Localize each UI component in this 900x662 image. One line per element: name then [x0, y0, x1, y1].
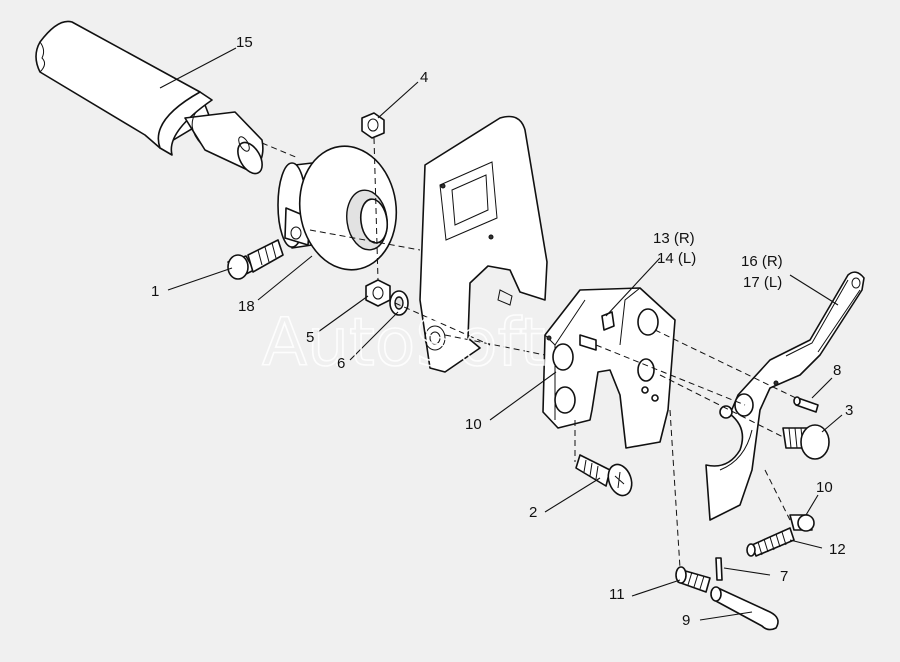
plunger-10 [789, 514, 815, 532]
lever-16-17 [705, 271, 865, 521]
hub-flange-18 [277, 145, 398, 271]
nut-4 [361, 112, 385, 139]
callout-5: 5 [306, 329, 314, 346]
callout-7: 7 [780, 568, 788, 585]
callout-15: 15 [236, 34, 253, 51]
callout-11: 11 [609, 586, 625, 603]
callout-2: 2 [529, 504, 537, 521]
washer-6 [389, 290, 409, 316]
callout-12: 12 [829, 541, 846, 558]
handle-grip-15 [35, 20, 264, 175]
bolt-3 [782, 424, 830, 460]
spring-12 [746, 527, 795, 557]
mounting-plate [419, 115, 548, 373]
spring-11 [675, 566, 711, 593]
pin-7 [715, 557, 723, 581]
callout-8: 8 [833, 362, 841, 379]
pin-8 [793, 396, 819, 413]
callout-3: 3 [845, 402, 853, 419]
callout-10-right: 10 [816, 479, 833, 496]
callout-6: 6 [337, 355, 345, 372]
nut-5 [365, 279, 391, 307]
pin-9 [710, 586, 779, 631]
bolt-2 [575, 454, 633, 497]
callout-4: 4 [420, 69, 428, 86]
callout-10-left: 10 [465, 416, 482, 433]
callout-9: 9 [682, 612, 690, 629]
callout-16-r: 16 (R) [741, 253, 783, 270]
watermark-text: AutoSoft [262, 304, 545, 381]
bracket-13-14 [542, 287, 676, 449]
callout-1: 1 [151, 283, 159, 300]
callout-18: 18 [238, 298, 255, 315]
assembly-centerlines [261, 137, 801, 569]
leader-lines [159, 47, 843, 621]
bolt-1 [227, 239, 284, 280]
callout-17-l: 17 (L) [743, 274, 782, 291]
callout-13-r: 13 (R) [653, 230, 695, 247]
callout-14-l: 14 (L) [657, 250, 696, 267]
callout-labels: 1 2 3 4 5 6 7 8 9 10 10 11 12 13 (R) 14 … [151, 34, 853, 629]
